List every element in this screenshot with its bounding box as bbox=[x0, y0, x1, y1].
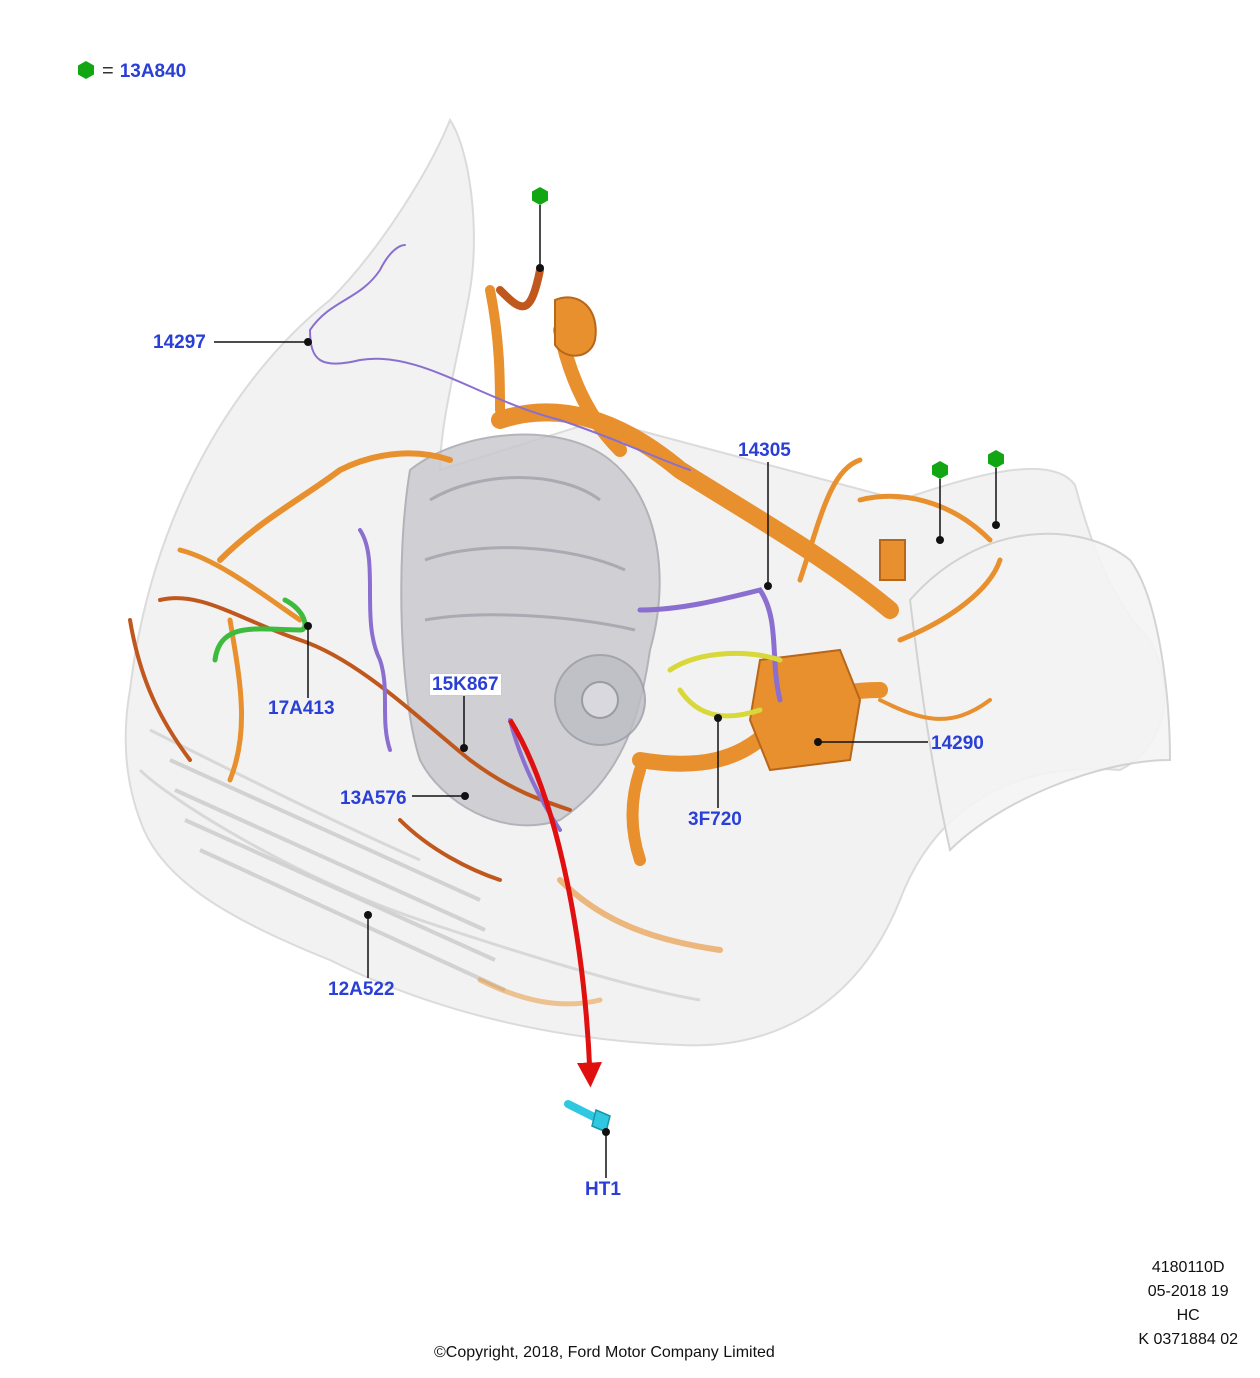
meta-date: 05-2018 19 bbox=[1147, 1283, 1229, 1300]
purple-harness bbox=[309, 244, 783, 832]
engine-block bbox=[400, 433, 661, 827]
legend: = 13A840 bbox=[76, 60, 186, 83]
legend-code[interactable]: 13A840 bbox=[119, 60, 187, 82]
meta-code: HC bbox=[1176, 1307, 1200, 1324]
bolt-icon bbox=[564, 1100, 611, 1134]
green-harness bbox=[212, 597, 308, 663]
label-12A522[interactable]: 12A522 bbox=[328, 979, 395, 1000]
front-harness bbox=[128, 266, 572, 882]
hex-marker-icon[interactable] bbox=[988, 450, 1004, 468]
legend-hex-spacer bbox=[76, 62, 96, 82]
direction-arrow bbox=[507, 718, 602, 1088]
label-13A576[interactable]: 13A576 bbox=[340, 788, 407, 809]
meta-reference: K 0371884 02 bbox=[1138, 1331, 1238, 1348]
label-3F720[interactable]: 3F720 bbox=[688, 809, 742, 830]
meta-illustration-id: 4180110D bbox=[1151, 1259, 1225, 1276]
label-HT1[interactable]: HT1 bbox=[585, 1179, 621, 1200]
copyright-notice: ©Copyright, 2018, Ford Motor Company Lim… bbox=[434, 1344, 775, 1361]
document-meta: 4180110D 05-2018 19 HC K 0371884 02 bbox=[1138, 1256, 1238, 1352]
label-14305[interactable]: 14305 bbox=[738, 440, 791, 461]
hex-marker-icon[interactable] bbox=[932, 461, 948, 479]
hex-marker-icon[interactable] bbox=[532, 187, 548, 205]
legend-hex-icon bbox=[78, 61, 94, 79]
label-14290[interactable]: 14290 bbox=[931, 733, 984, 754]
legend-equals: = bbox=[102, 60, 114, 82]
green-hex-markers bbox=[78, 61, 1004, 479]
leader-lines bbox=[214, 341, 928, 1178]
grille bbox=[169, 758, 506, 992]
marker-stems bbox=[539, 205, 997, 540]
leader-dots bbox=[304, 264, 1000, 1136]
label-15K867[interactable]: 15K867 bbox=[429, 673, 502, 696]
label-17A413[interactable]: 17A413 bbox=[268, 698, 335, 719]
label-14297[interactable]: 14297 bbox=[153, 332, 206, 353]
